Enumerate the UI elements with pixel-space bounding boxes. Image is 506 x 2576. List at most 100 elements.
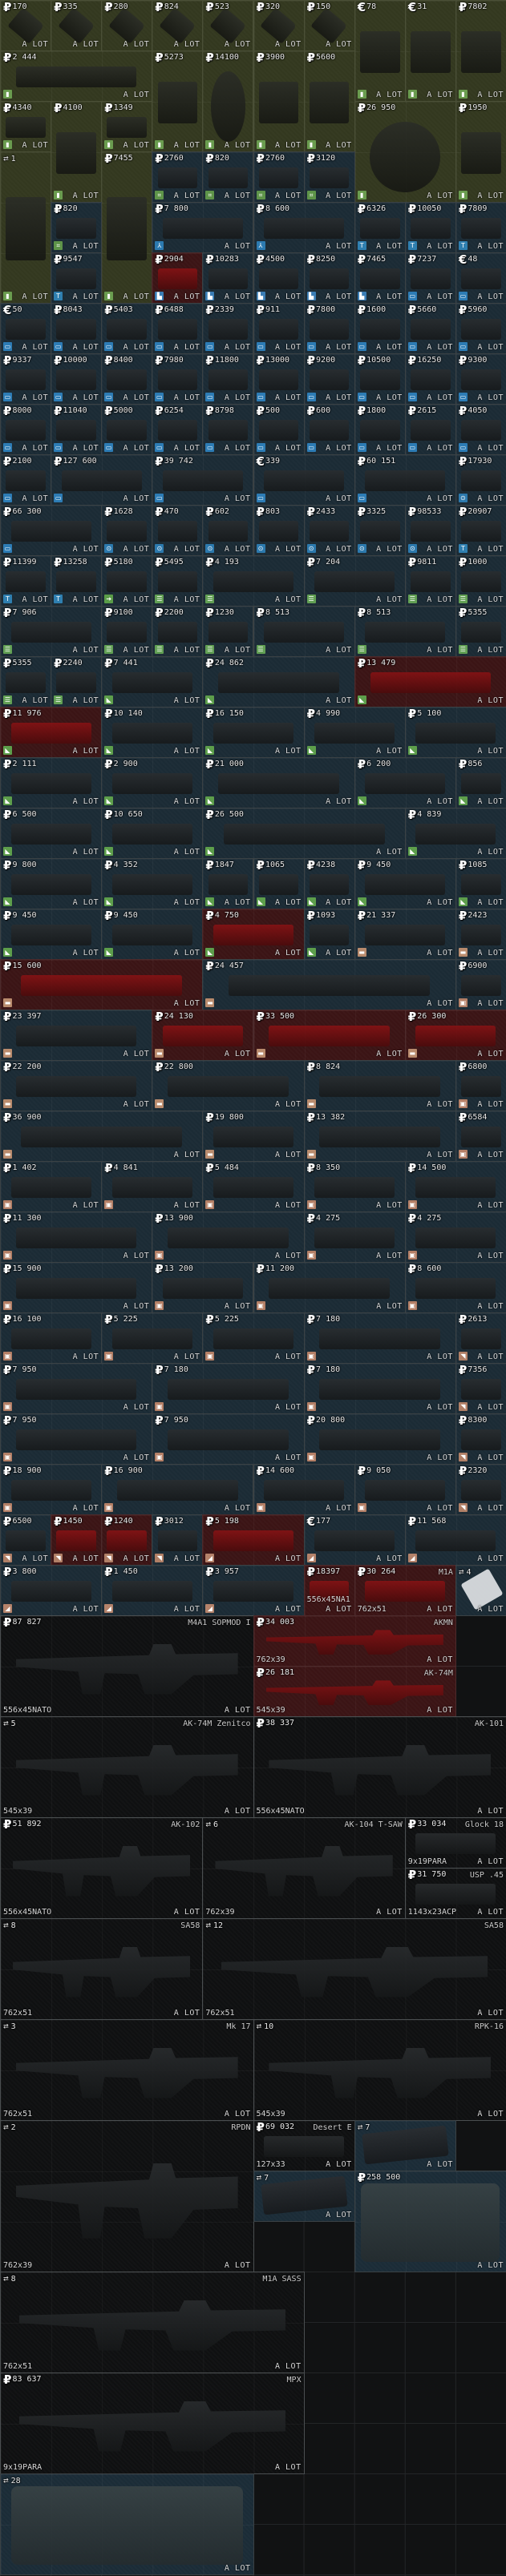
stash-item[interactable]: ₽5495☰A LOT: [152, 555, 204, 607]
stash-item[interactable]: ₽20 800▣A LOT: [303, 1413, 456, 1465]
stash-item[interactable]: ₽17930⊙A LOT: [455, 454, 506, 506]
stash-item[interactable]: ₽1240◥A LOT: [101, 1514, 153, 1566]
stash-item[interactable]: ₽10 140◣A LOT: [101, 707, 204, 758]
stash-item[interactable]: ₽66 300▭A LOT: [0, 505, 103, 556]
stash-item[interactable]: ₽13000▭A LOT: [253, 353, 305, 405]
stash-item[interactable]: ₽1628⊙A LOT: [101, 505, 153, 556]
stash-item[interactable]: ₽9200▭A LOT: [303, 353, 355, 405]
stash-item[interactable]: ₽8 350▣A LOT: [303, 1161, 406, 1212]
stash-item[interactable]: €339▭A LOT: [253, 454, 355, 506]
stash-item[interactable]: ₽6900▣A LOT: [455, 959, 506, 1010]
stash-item[interactable]: ₽5273▮A LOT: [152, 50, 204, 152]
stash-item[interactable]: ₽3 800◢A LOT: [0, 1565, 103, 1616]
stash-item[interactable]: ₽6584▣A LOT: [455, 1111, 506, 1162]
stash-item[interactable]: ₽5960▭A LOT: [455, 303, 506, 354]
stash-item[interactable]: ₽5355☰A LOT: [455, 606, 506, 657]
stash-item[interactable]: ₽8250▙A LOT: [303, 252, 355, 304]
stash-item[interactable]: ₽4 750◣A LOT: [202, 909, 305, 960]
stash-item[interactable]: ₽11 300▣A LOT: [0, 1211, 153, 1263]
stash-item[interactable]: ₽14 500▣A LOT: [404, 1161, 506, 1212]
stash-item[interactable]: ₽803⊙A LOT: [253, 505, 305, 556]
stash-item[interactable]: ₽2423▬A LOT: [455, 909, 506, 960]
stash-item[interactable]: ₽7356◥A LOT: [455, 1363, 506, 1414]
stash-item[interactable]: ₽4 990◣A LOT: [303, 707, 406, 758]
stash-item[interactable]: ₽8 513☰A LOT: [354, 606, 456, 657]
stash-item[interactable]: ₽9 450◣A LOT: [101, 909, 204, 960]
stash-item[interactable]: ₽7802▮A LOT: [455, 0, 506, 102]
stash-item[interactable]: ₽602⊙A LOT: [202, 505, 254, 556]
stash-item[interactable]: ₽7 950▣A LOT: [0, 1413, 153, 1465]
stash-item[interactable]: ₽8 824▬A LOT: [303, 1060, 456, 1111]
stash-item[interactable]: ₽5403▭A LOT: [101, 303, 153, 354]
stash-item[interactable]: ₽23 397▬A LOT: [0, 1010, 153, 1061]
stash-item[interactable]: ₽36 900▬A LOT: [0, 1111, 204, 1162]
stash-item[interactable]: ₽7237▭A LOT: [404, 252, 456, 304]
stash-item[interactable]: ₽470⊙A LOT: [152, 505, 204, 556]
stash-item[interactable]: ₽14100▮A LOT: [202, 50, 254, 152]
stash-item[interactable]: ₽6 500◣A LOT: [0, 808, 103, 859]
stash-item[interactable]: ₽2615▭A LOT: [404, 404, 456, 455]
stash-item[interactable]: ₽24 457▬A LOT: [202, 959, 456, 1010]
stash-item[interactable]: ₽13 900▣A LOT: [152, 1211, 305, 1263]
stash-item[interactable]: ₽500▭A LOT: [253, 404, 305, 455]
stash-item[interactable]: ₽5 484▣A LOT: [202, 1161, 305, 1212]
stash-item[interactable]: ₽6254▭A LOT: [152, 404, 204, 455]
stash-item[interactable]: ₽15 900▣A LOT: [0, 1262, 153, 1313]
stash-item[interactable]: ₽5660▭A LOT: [404, 303, 456, 354]
stash-item[interactable]: ₽1847◣A LOT: [202, 858, 254, 909]
stash-item[interactable]: ₽9 050▣A LOT: [354, 1464, 456, 1515]
stash-item[interactable]: ₽8798▭A LOT: [202, 404, 254, 455]
stash-item[interactable]: ₽7 800⅄A LOT: [152, 202, 254, 253]
stash-item[interactable]: ₽7465▙A LOT: [354, 252, 406, 304]
stash-item[interactable]: ₽6800▣A LOT: [455, 1060, 506, 1111]
stash-item[interactable]: ₽9300▭A LOT: [455, 353, 506, 405]
stash-item[interactable]: ₽8 600⅄A LOT: [253, 202, 355, 253]
stash-item[interactable]: ₽4500▙A LOT: [253, 252, 305, 304]
stash-item[interactable]: ₽21 000◣A LOT: [202, 757, 355, 808]
stash-item[interactable]: ₽9 450◣A LOT: [354, 858, 456, 909]
stash-item[interactable]: ₽7800▭A LOT: [303, 303, 355, 354]
stash-item[interactable]: ₽5 225▣A LOT: [202, 1312, 305, 1364]
stash-item[interactable]: ₽4100▮A LOT: [51, 101, 103, 203]
stash-item[interactable]: ₽9100☰A LOT: [101, 606, 153, 657]
stash-item[interactable]: ₽6488▭A LOT: [152, 303, 204, 354]
stash-item[interactable]: ₽11800▭A LOT: [202, 353, 254, 405]
stash-item[interactable]: ₽4050▭A LOT: [455, 404, 506, 455]
stash-item[interactable]: ₽13 200▣A LOT: [152, 1262, 254, 1313]
stash-item[interactable]: ⇄1▮A LOT: [0, 151, 52, 304]
stash-item[interactable]: ₽5600▮A LOT: [303, 50, 355, 152]
stash-item[interactable]: ₽8043▭A LOT: [51, 303, 103, 354]
stash-item[interactable]: ₽127 600▭A LOT: [51, 454, 153, 506]
stash-item[interactable]: ₽8000▭A LOT: [0, 404, 52, 455]
stash-item[interactable]: €78▮A LOT: [354, 0, 406, 102]
stash-item[interactable]: ₽39 742▭A LOT: [152, 454, 254, 506]
stash-item[interactable]: ₽7 950▣A LOT: [152, 1413, 305, 1465]
stash-item[interactable]: ₽7 180▣A LOT: [152, 1363, 305, 1414]
stash-item[interactable]: ₽820⌗A LOT: [202, 151, 254, 203]
stash-item[interactable]: ₽3325⊙A LOT: [354, 505, 406, 556]
stash-item[interactable]: ₽1 402▣A LOT: [0, 1161, 103, 1212]
stash-item[interactable]: ₽11 976◣A LOT: [0, 707, 103, 758]
stash-item[interactable]: ₽19 800▬A LOT: [202, 1111, 305, 1162]
stash-item[interactable]: ₽26 500◣A LOT: [202, 808, 406, 859]
stash-item[interactable]: ₽16 900▣A LOT: [101, 1464, 254, 1515]
stash-item[interactable]: ₽8 513☰A LOT: [253, 606, 355, 657]
stash-item[interactable]: ₽8300◥A LOT: [455, 1413, 506, 1465]
stash-item[interactable]: ₽1950▮A LOT: [455, 101, 506, 203]
stash-item[interactable]: ₽4340▮A LOT: [0, 101, 52, 152]
